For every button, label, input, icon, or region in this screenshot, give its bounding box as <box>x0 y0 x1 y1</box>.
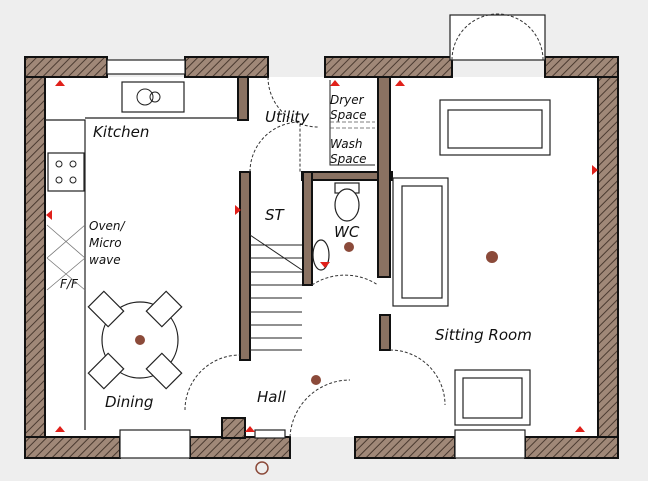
dining-table <box>87 290 183 390</box>
label-dryer-space: Space <box>330 108 367 122</box>
french-doors <box>449 13 546 61</box>
label-hall: Hall <box>257 388 287 406</box>
label-sitting-room: Sitting Room <box>435 326 532 344</box>
electrical-markers <box>46 80 598 475</box>
utility-units <box>329 80 375 166</box>
interior-walls <box>237 76 393 361</box>
label-utility: Utility <box>265 108 310 126</box>
label-micro: Micro <box>89 236 122 250</box>
exterior-walls <box>24 56 619 459</box>
label-wash: Wash <box>330 137 362 151</box>
label-wc: WC <box>334 223 360 241</box>
label-dining: Dining <box>105 393 153 411</box>
label-kitchen: Kitchen <box>93 123 149 141</box>
label-wash-space: Space <box>330 152 367 166</box>
kitchen-units <box>45 81 238 430</box>
hob <box>47 152 85 192</box>
label-fridge-freezer: F/F <box>60 277 79 291</box>
wc-fixtures <box>312 182 360 271</box>
windows <box>106 59 526 459</box>
label-dryer: Dryer <box>330 93 365 107</box>
door-swings <box>184 76 446 438</box>
sofas <box>392 99 551 426</box>
label-store: ST <box>265 206 286 224</box>
label-oven: Oven/ <box>89 219 127 233</box>
staircase <box>249 234 303 351</box>
label-wave: wave <box>89 253 121 267</box>
